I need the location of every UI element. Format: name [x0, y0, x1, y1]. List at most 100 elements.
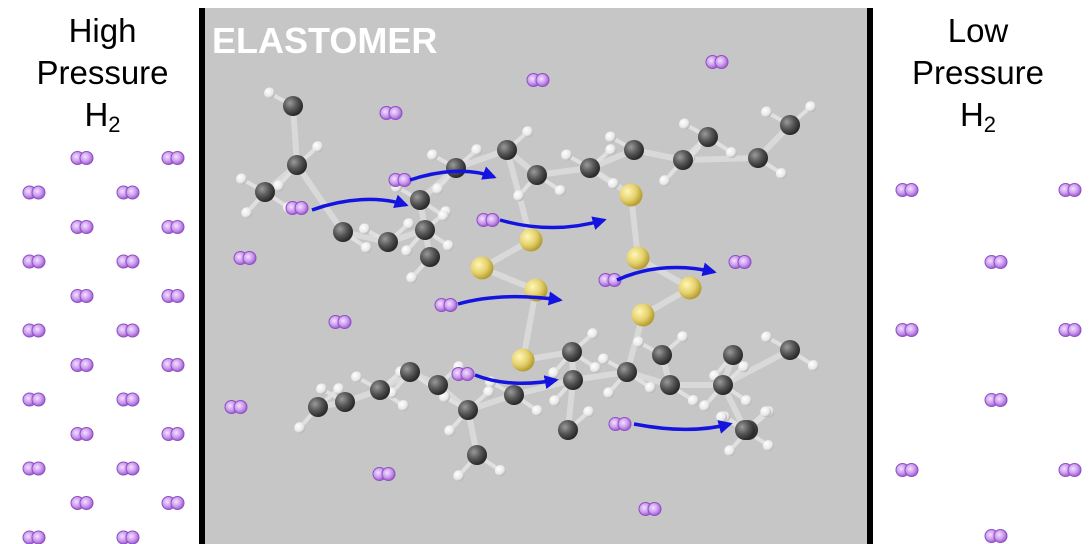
hydrogen-atom	[775, 168, 787, 180]
high-pressure-line1: High	[68, 12, 137, 49]
hydrogen-molecule-icon	[22, 323, 46, 338]
hydrogen-atom	[679, 118, 691, 130]
hydrogen-atom	[762, 440, 774, 452]
hydrogen-molecule-icon	[984, 393, 1008, 407]
hydrogen-molecule-icon	[984, 255, 1008, 269]
low-pressure-line1: Low	[947, 12, 1009, 49]
hydrogen-atom	[241, 207, 253, 219]
hydrogen-molecule-icon	[895, 183, 919, 197]
hydrogen-atom	[397, 400, 409, 412]
hydrogen-molecule-icon	[116, 185, 140, 200]
hydrogen-atom	[432, 183, 444, 195]
hydrogen-molecule-icon	[1058, 183, 1082, 197]
carbon-atom	[497, 140, 517, 160]
carbon-atom	[652, 345, 672, 365]
hydrogen-molecule-icon	[728, 255, 752, 269]
hydrogen-atom	[603, 387, 615, 399]
hydrogen-atom	[453, 470, 465, 482]
hydrogen-molecule-icon	[22, 392, 46, 407]
sulfur-crosslink-icon	[511, 348, 535, 372]
hydrogen-atom	[437, 210, 449, 222]
carbon-atom	[255, 182, 275, 202]
hydrogen-molecule-icon	[233, 251, 257, 265]
diffusion-arrow-icon	[311, 194, 409, 212]
hydrogen-molecule-icon	[476, 213, 500, 227]
sulfur-crosslink-icon	[519, 228, 543, 252]
sulfur-crosslink-icon	[631, 303, 655, 327]
carbon-atom	[617, 362, 637, 382]
hydrogen-molecule-icon	[116, 254, 140, 269]
hydrogen-atom	[605, 144, 617, 156]
hydrogen-atom	[740, 395, 752, 407]
diffusion-arrow-icon	[457, 291, 563, 306]
hydrogen-atom	[444, 425, 456, 437]
carbon-atom	[698, 127, 718, 147]
carbon-atom	[333, 222, 353, 242]
hydrogen-atom	[442, 240, 454, 252]
hydrogen-atom	[360, 242, 372, 254]
hydrogen-atom	[439, 391, 451, 403]
hydrogen-molecule-icon	[161, 427, 185, 441]
carbon-atom	[563, 370, 583, 390]
hydrogen-molecule-icon	[451, 367, 475, 381]
carbon-atom	[415, 220, 435, 240]
carbon-atom	[624, 140, 644, 160]
hydrogen-atom	[554, 185, 566, 197]
hydrogen-molecule-icon	[116, 323, 140, 338]
hydrogen-molecule-icon	[22, 461, 46, 476]
high-pressure-line2: Pressure	[36, 54, 169, 91]
hydrogen-atom	[659, 175, 671, 187]
hydrogen-atom	[522, 126, 534, 138]
hydrogen-molecule-icon	[116, 461, 140, 476]
hydrogen-atom	[677, 331, 689, 343]
diffusion-arrow-icon	[616, 262, 717, 282]
hydrogen-molecule-icon	[984, 529, 1008, 543]
carbon-atom	[735, 420, 755, 440]
left-membrane-wall	[199, 8, 205, 544]
diffusion-arrows	[311, 166, 733, 434]
sulfur-crosslink-icon	[470, 256, 494, 280]
hydrogen-atom	[351, 371, 363, 383]
carbon-atom	[458, 400, 478, 420]
hydrogen-molecule-icon	[608, 417, 632, 431]
hydrogen-molecule-icon	[328, 315, 352, 329]
carbon-atom	[370, 380, 390, 400]
hydrogen-atom	[531, 405, 543, 417]
carbon-atom	[410, 190, 430, 210]
hydrogen-atom	[403, 218, 415, 230]
carbon-atom	[467, 445, 487, 465]
carbon-atom	[562, 342, 582, 362]
sulfur-crosslink-icon	[678, 276, 702, 300]
carbon-atom	[558, 420, 578, 440]
low-pressure-line2: Pressure	[911, 54, 1045, 91]
high-pressure-h2: H2	[84, 96, 121, 137]
elastomer-region	[202, 8, 870, 544]
hydrogen-atom	[605, 131, 617, 143]
hydrogen-molecule-icon	[116, 530, 140, 544]
carbon-atom	[780, 340, 800, 360]
hydrogen-molecule-icon	[1058, 463, 1082, 477]
hydrogen-atom	[587, 328, 599, 340]
low-pressure-h2: H2	[959, 96, 997, 137]
hydrogen-atom	[273, 180, 285, 192]
hydrogen-atom	[598, 353, 610, 365]
carbon-atom	[446, 158, 466, 178]
hydrogen-molecule-icon	[895, 463, 919, 477]
diffusion-arrow-icon	[499, 216, 607, 230]
hydrogen-atom	[725, 147, 737, 159]
hydrogen-molecules	[22, 55, 1082, 544]
high-pressure-label: High Pressure H2	[0, 10, 205, 136]
hydrogen-atom	[427, 149, 439, 161]
carbon-atom	[580, 158, 600, 178]
polymer-chain-icon	[236, 87, 819, 482]
hydrogen-atom	[294, 422, 306, 434]
hydrogen-atom	[589, 362, 601, 374]
hydrogen-atom	[401, 245, 413, 257]
hydrogen-atom	[312, 141, 324, 153]
hydrogen-atom	[761, 106, 773, 118]
hydrogen-molecule-icon	[161, 151, 185, 165]
diffusion-arrow-icon	[633, 420, 733, 434]
hydrogen-molecule-icon	[379, 106, 403, 120]
